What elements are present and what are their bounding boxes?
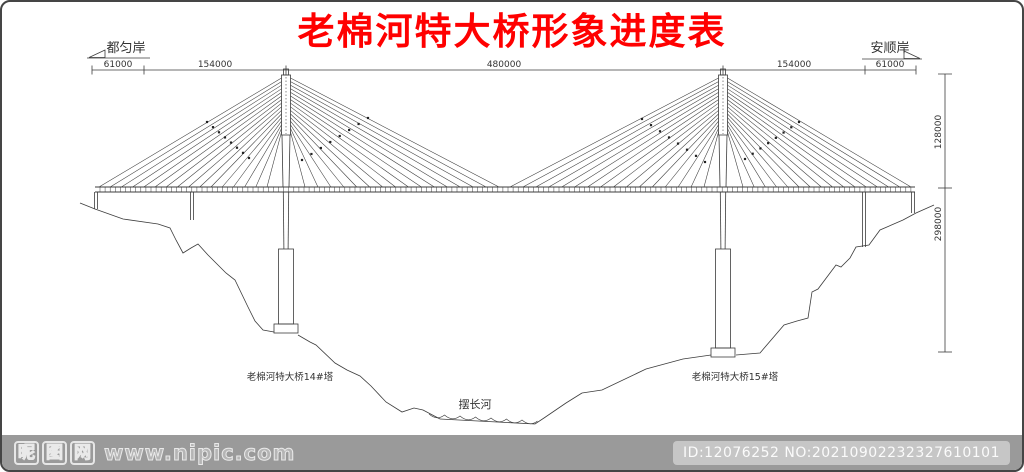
tower-15 <box>710 68 736 358</box>
terrain-left-lower <box>297 334 441 420</box>
left-abutment <box>94 192 98 209</box>
terrain-right <box>581 204 935 394</box>
nipic-logo: 昵 图 网 www.nipic.com <box>14 440 296 465</box>
dim-480000: 480000 <box>487 60 522 70</box>
image-id-badge: ID:12076252 NO:20210902232327610101 <box>673 440 1010 465</box>
left-bank-label: 都匀岸 <box>106 41 145 56</box>
horizontal-dimension-line <box>91 65 917 75</box>
deck-segment-ticks <box>99 187 912 192</box>
tower-14 <box>273 68 299 334</box>
right-approach-pier <box>862 192 866 247</box>
river-label: 摆长河 <box>459 397 492 411</box>
river-bed <box>439 392 583 425</box>
river-water-line <box>428 413 538 425</box>
dim-298000: 298000 <box>934 207 944 242</box>
tower-15-label: 老棉河特大桥15#塔 <box>692 371 779 383</box>
nipic-url: www.nipic.com <box>103 440 296 465</box>
logo-char: 昵 <box>14 440 39 465</box>
right-abutment <box>911 192 915 213</box>
tower-14-label: 老棉河特大桥14#塔 <box>247 371 334 383</box>
right-bank-symbol <box>862 50 922 60</box>
left-bank-symbol <box>87 49 150 59</box>
dim-61000-right: 61000 <box>876 60 905 70</box>
watermark-bar: 昵 图 网 www.nipic.com ID:12076252 NO:20210… <box>2 435 1022 470</box>
stay-cables <box>98 77 912 188</box>
bridge-deck <box>95 186 915 193</box>
right-bank-label: 安顺岸 <box>870 41 909 56</box>
vertical-dimension-lines <box>938 73 952 353</box>
left-approach-pier <box>190 192 194 220</box>
logo-char: 网 <box>70 440 95 465</box>
dim-128000: 128000 <box>934 115 944 150</box>
page-title: 老棉河特大桥形象进度表 <box>297 10 727 53</box>
terrain-left <box>79 202 275 333</box>
dim-61000-left: 61000 <box>104 60 133 70</box>
dim-154000-left: 154000 <box>198 60 233 70</box>
logo-char: 图 <box>42 440 67 465</box>
dim-154000-right: 154000 <box>777 60 812 70</box>
cable-progress-marks <box>205 116 801 164</box>
